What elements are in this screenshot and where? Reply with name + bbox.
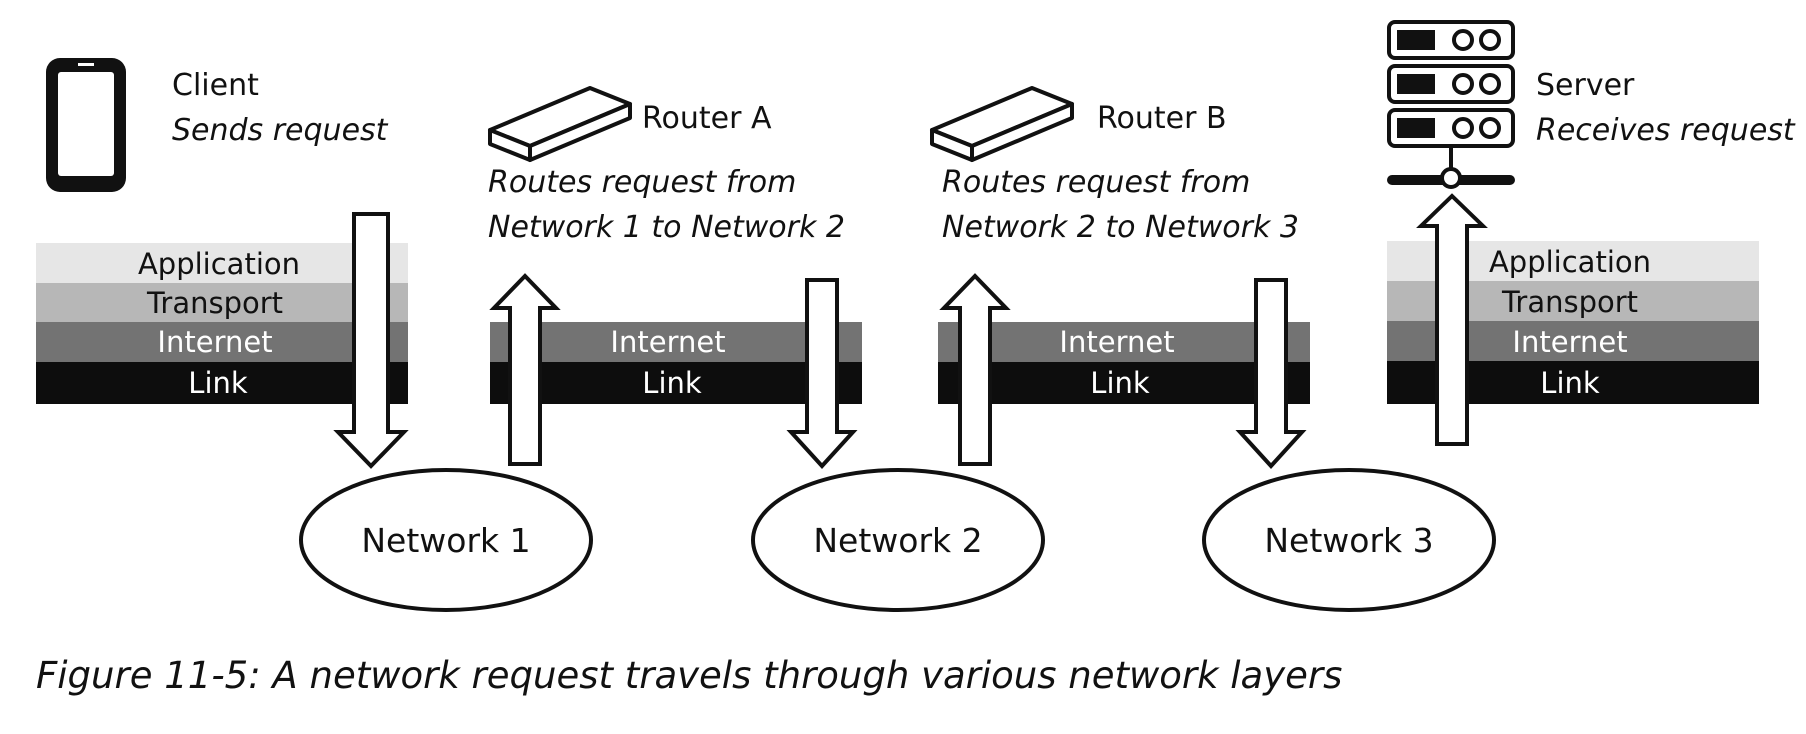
network-layers-diagram: Client Sends request Router A Routes req… [36, 20, 1796, 612]
router-b-desc-line2: Network 2 to Network 3 [942, 210, 1299, 245]
router-a-desc-line2: Network 1 to Network 2 [488, 210, 845, 245]
router-b-layer-stack: Internet Link [938, 322, 1310, 404]
router-a-label: Router A [642, 101, 772, 136]
router-b-icon [930, 86, 1074, 162]
router-a-link-text: Link [642, 366, 702, 400]
server-icon [1387, 20, 1515, 189]
client-link-layer [36, 362, 408, 404]
client-transport-layer [36, 283, 408, 322]
server-label: Server [1536, 68, 1635, 103]
client-action: Sends request [172, 113, 389, 148]
router-a-internet-layer [490, 322, 862, 362]
network-1-label: Network 1 [361, 521, 530, 560]
server-transport-text: Transport [1501, 285, 1638, 319]
server-internet-text: Internet [1512, 325, 1627, 359]
server-action: Receives request [1536, 113, 1796, 148]
network-3-ellipse [1202, 468, 1496, 612]
arrow-up-router-a [489, 273, 561, 466]
router-b-internet-layer [938, 322, 1310, 362]
network-1-ellipse [299, 468, 593, 612]
network-3-label: Network 3 [1264, 521, 1433, 560]
router-b-link-layer [938, 362, 1310, 404]
router-a-desc-line1: Routes request from [488, 165, 796, 200]
client-internet-text: Internet [157, 325, 272, 359]
router-b-link-text: Link [1090, 366, 1150, 400]
router-a-link-layer [490, 362, 862, 404]
client-label: Client [172, 68, 259, 103]
client-application-layer [36, 243, 408, 283]
server-layer-stack: Application Transport Internet Link [1387, 241, 1759, 404]
phone-icon [46, 58, 126, 192]
server-application-text: Application [1489, 245, 1651, 279]
client-transport-text: Transport [146, 286, 283, 320]
server-link-text: Link [1540, 366, 1600, 400]
arrow-down-router-b [1235, 278, 1307, 469]
router-a-icon [488, 86, 632, 162]
arrow-down-client [333, 212, 409, 469]
client-application-text: Application [138, 247, 300, 281]
client-internet-layer [36, 322, 408, 362]
figure-caption: Figure 11-5: A network request travels t… [36, 654, 1343, 697]
network-2-ellipse [751, 468, 1045, 612]
router-b-desc-line1: Routes request from [942, 165, 1250, 200]
router-a-layer-stack: Internet Link [490, 322, 862, 404]
arrow-up-router-b [939, 273, 1011, 466]
client-link-text: Link [188, 366, 248, 400]
network-2-label: Network 2 [813, 521, 982, 560]
arrow-up-server [1416, 193, 1488, 446]
router-b-label: Router B [1097, 101, 1227, 136]
arrow-down-router-a [786, 278, 858, 469]
router-a-internet-text: Internet [610, 325, 725, 359]
router-b-internet-text: Internet [1059, 325, 1174, 359]
client-layer-stack: Application Transport Internet Link [36, 243, 408, 404]
